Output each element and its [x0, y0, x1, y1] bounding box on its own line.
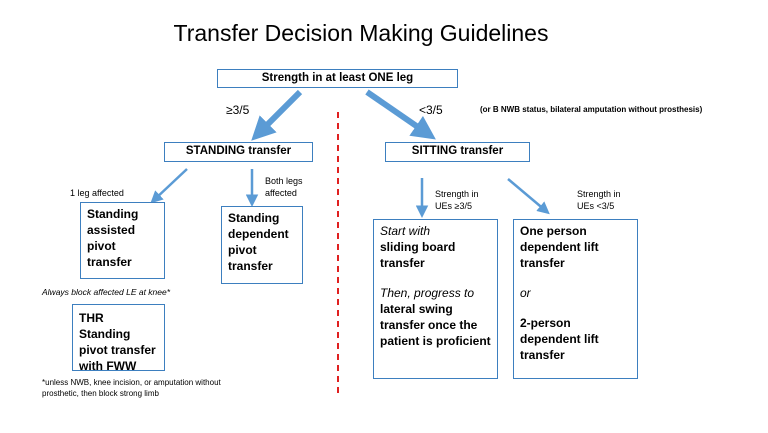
arrow-ue-weak	[507, 178, 550, 215]
block-note: Always block affected LE at knee*	[42, 287, 171, 297]
board-then-text: Then, progress to	[380, 286, 475, 300]
standing-transfer-label: STANDING transfer	[185, 145, 292, 157]
both-legs-affected-label: Both legs affected	[265, 176, 303, 198]
footnote: *unless NWB, knee incision, or amputatio…	[42, 378, 221, 398]
board-name-text: sliding board transfer	[380, 240, 456, 270]
two-person-text: 2-person dependent lift transfer	[520, 316, 599, 362]
one-leg-affected-label: 1 leg affected	[70, 188, 124, 198]
standing-transfer-box: STANDING transfer	[164, 142, 313, 162]
right-branch-note: (or B NWB status, bilateral amputation w…	[480, 104, 702, 115]
board-start-text: Start with	[380, 224, 431, 238]
right-branch-note-text: (or B NWB status, bilateral amputation w…	[480, 105, 703, 114]
arrow-one-leg	[150, 168, 188, 204]
thr-pivot-label: THR Standing pivot transfer with FWW	[79, 311, 156, 373]
standing-assisted-box: Standing assisted pivot transfer	[80, 202, 165, 279]
one-person-text: One person dependent lift transfer	[520, 224, 599, 270]
sliding-board-box: Start with sliding board transfer Then, …	[373, 219, 498, 379]
standing-assisted-label: Standing assisted pivot transfer	[87, 207, 139, 269]
sitting-transfer-box: SITTING transfer	[385, 142, 530, 162]
standing-dependent-label: Standing dependent pivot transfer	[228, 211, 289, 273]
arrow-to-sitting	[365, 89, 436, 140]
dependent-lift-box: One person dependent lift transfer or 2-…	[513, 219, 638, 379]
strength-leg-box: Strength in at least ONE leg	[217, 69, 458, 88]
standing-dependent-box: Standing dependent pivot transfer	[221, 206, 303, 284]
thr-pivot-box: THR Standing pivot transfer with FWW	[72, 304, 165, 373]
left-branch-label: ≥3/5	[226, 103, 250, 117]
board-next-text: lateral swing transfer once the patient …	[380, 302, 491, 348]
right-branch-label: <3/5	[419, 103, 443, 117]
strength-leg-label: Strength in at least ONE leg	[261, 72, 414, 84]
ue-strong-label: Strength in UEs ≥3/5	[435, 189, 479, 211]
board-progress: Then, progress to lateral swing transfer…	[380, 285, 491, 349]
ue-weak-label: Strength in UEs <3/5	[577, 189, 621, 211]
sitting-transfer-label: SITTING transfer	[411, 145, 504, 157]
arrow-to-standing	[251, 89, 303, 141]
page-title: Transfer Decision Making Guidelines	[173, 20, 549, 46]
or-text: or	[520, 286, 531, 300]
